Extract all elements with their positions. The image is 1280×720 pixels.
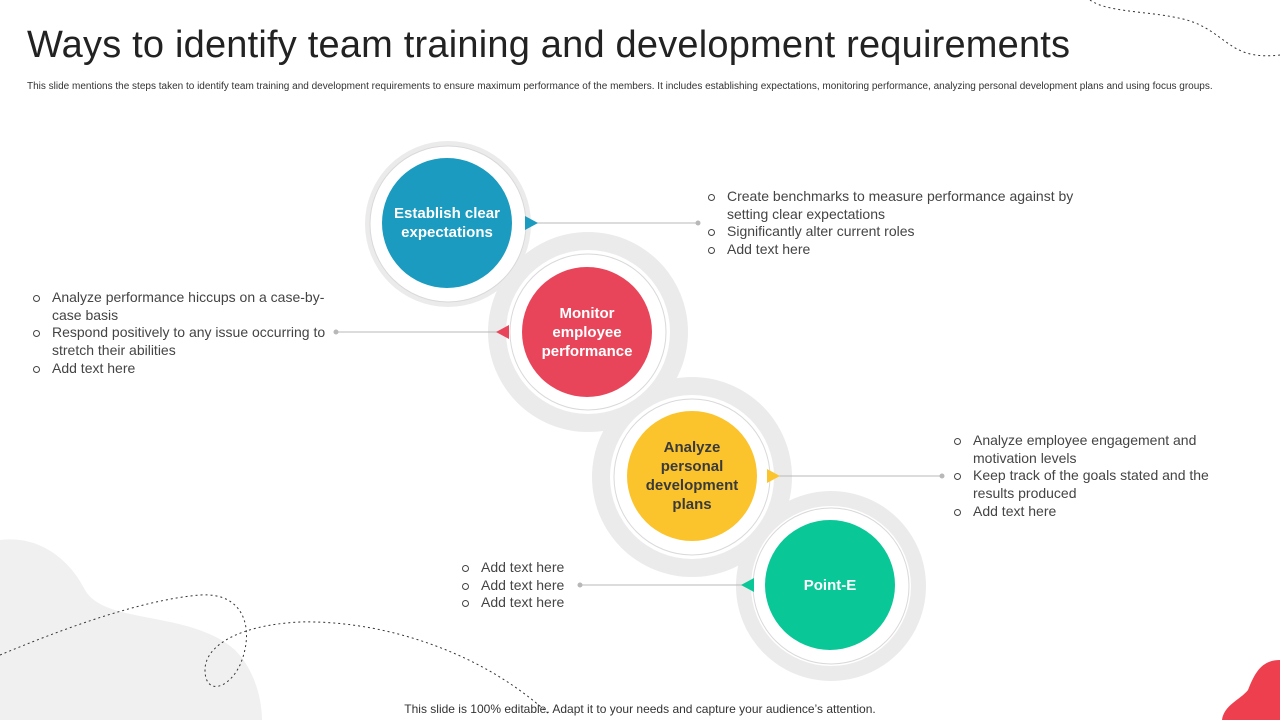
bullet-item: Add text here — [32, 360, 332, 378]
bullet-item: Keep track of the goals stated and the r… — [953, 467, 1243, 502]
step-monitor-performance: Monitor employee performance — [522, 267, 652, 397]
pointer-1 — [525, 216, 538, 230]
bullet-item: Significantly alter current roles — [707, 223, 1107, 241]
bullets-establish-expectations: Create benchmarks to measure performance… — [707, 188, 1107, 259]
page-subtitle: This slide mentions the steps taken to i… — [27, 81, 1213, 92]
connector-dot — [695, 220, 701, 226]
pointer-2 — [496, 325, 509, 339]
connector-lines — [336, 222, 942, 586]
step-establish-expectations: Establish clear expectations — [382, 158, 512, 288]
pointer-4 — [741, 578, 754, 592]
step-point-e: Point-E — [765, 520, 895, 650]
accent-blob — [1222, 660, 1280, 720]
footer-note: This slide is 100% editable. Adapt it to… — [404, 702, 876, 716]
bullet-item: Add text here — [953, 503, 1243, 521]
connector-dot — [577, 582, 583, 588]
dotted-curve-top-right — [1089, 0, 1280, 57]
step-analyze-development-plans: Analyze personal development plans — [627, 411, 757, 541]
bullet-item: Add text here — [461, 559, 601, 577]
bullet-item: Add text here — [707, 241, 1107, 259]
page-title: Ways to identify team training and devel… — [27, 24, 1071, 66]
bullets-point-e: Add text here Add text here Add text her… — [461, 559, 601, 612]
bullet-item: Respond positively to any issue occurrin… — [32, 324, 332, 359]
background-blob — [0, 539, 262, 720]
connector-dot — [939, 473, 945, 479]
bullet-item: Add text here — [461, 594, 601, 612]
bullets-analyze-development-plans: Analyze employee engagement and motivati… — [953, 432, 1243, 521]
pointer-3 — [767, 469, 780, 483]
connector-dot — [333, 329, 339, 335]
bullet-item: Add text here — [461, 577, 601, 595]
bullet-item: Create benchmarks to measure performance… — [707, 188, 1107, 223]
dotted-curve-bottom-left — [0, 594, 551, 716]
bullets-monitor-performance: Analyze performance hiccups on a case-by… — [32, 289, 332, 378]
bullet-item: Analyze employee engagement and motivati… — [953, 432, 1243, 467]
bullet-item: Analyze performance hiccups on a case-by… — [32, 289, 332, 324]
